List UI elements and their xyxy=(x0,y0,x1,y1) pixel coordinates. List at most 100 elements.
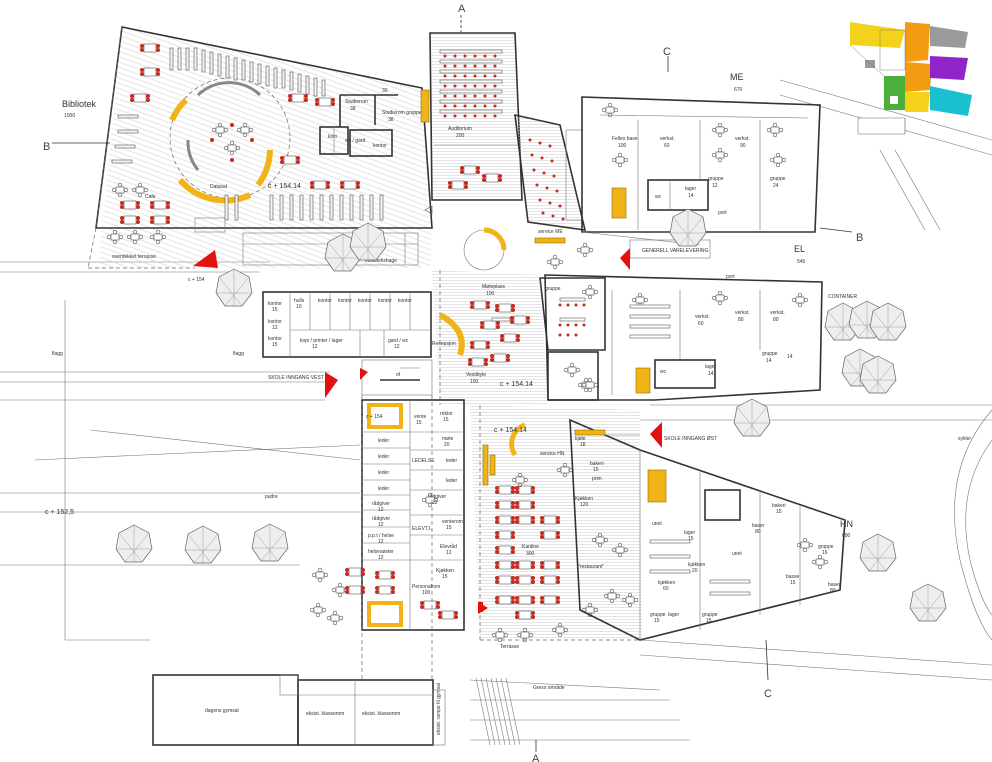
svg-text:24: 24 xyxy=(773,183,779,189)
svg-text:leder: leder xyxy=(378,454,389,460)
svg-text:sykler: sykler xyxy=(958,436,971,442)
svg-text:Kantine: Kantine xyxy=(522,544,539,550)
svg-text:verkst.: verkst. xyxy=(695,314,710,320)
svg-text:15: 15 xyxy=(442,574,448,580)
svg-text:12: 12 xyxy=(446,550,452,556)
svg-text:15: 15 xyxy=(416,420,422,426)
svg-text:15: 15 xyxy=(790,580,796,586)
svg-text:c + 154.14: c + 154.14 xyxy=(500,381,533,388)
svg-text:kjøkken: kjøkken xyxy=(688,562,705,568)
svg-text:12: 12 xyxy=(312,344,318,350)
svg-text:Elevråd: Elevråd xyxy=(440,543,457,550)
svg-text:vente: vente xyxy=(414,414,426,420)
service-me: service ME xyxy=(424,205,566,271)
svg-text:basse: basse xyxy=(786,574,800,580)
svg-text:60: 60 xyxy=(698,321,704,327)
svg-text:10: 10 xyxy=(296,304,302,310)
svg-text:eksist. klasserom: eksist. klasserom xyxy=(362,711,400,717)
svg-text:wc / gard: wc / gard xyxy=(345,138,366,144)
svg-text:helsesøster: helsesøster xyxy=(368,549,394,555)
entrance-library xyxy=(193,250,218,268)
misc-labels: c + 154 flagg flagg c + 152,5 pudre Gres… xyxy=(45,277,971,691)
key-map xyxy=(849,22,972,135)
svg-text:12: 12 xyxy=(378,555,384,561)
svg-text:15: 15 xyxy=(776,509,782,515)
svg-text:12: 12 xyxy=(394,344,400,350)
svg-text:rådgiver: rådgiver xyxy=(372,500,390,507)
svg-text:Kjøkken: Kjøkken xyxy=(575,496,593,502)
svg-text:leder: leder xyxy=(446,478,457,484)
svg-text:lager: lager xyxy=(684,530,695,536)
svg-text:15: 15 xyxy=(446,525,452,531)
svg-text:B: B xyxy=(43,141,50,153)
library-rooms xyxy=(319,89,430,157)
svg-text:service HN: service HN xyxy=(540,451,565,457)
svg-text:port: port xyxy=(718,210,727,216)
ramp-stripes xyxy=(475,677,521,746)
svg-text:dagens gymsal: dagens gymsal xyxy=(205,708,239,714)
svg-text:Cafe: Cafe xyxy=(145,194,156,200)
svg-text:prim: prim xyxy=(592,476,602,482)
svg-text:ME: ME xyxy=(730,72,744,82)
section-marker-a-top: A xyxy=(458,3,466,32)
svg-text:80: 80 xyxy=(738,317,744,323)
svg-text:kino: kino xyxy=(328,134,337,140)
svg-text:gruppe: gruppe xyxy=(702,612,718,618)
library-labels: Bibliotek 1000 Cafe overdekket terrasse … xyxy=(62,88,422,264)
svg-text:kontor: kontor xyxy=(373,143,387,149)
svg-text:baser: baser xyxy=(828,582,841,588)
svg-text:venterom: venterom xyxy=(442,519,463,525)
svg-text:kontor: kontor xyxy=(398,298,412,304)
svg-text:kjøle: kjøle xyxy=(575,436,586,442)
svg-text:SKOLE INNGANG ØST: SKOLE INNGANG ØST xyxy=(664,436,717,442)
angled-seating-block xyxy=(514,113,587,231)
svg-text:c + 152,5: c + 152,5 xyxy=(45,509,74,516)
svg-text:120: 120 xyxy=(580,502,589,508)
svg-text:kontor: kontor xyxy=(338,298,352,304)
svg-text:"restaurant": "restaurant" xyxy=(578,564,604,570)
svg-text:rektor: rektor xyxy=(440,411,453,417)
svg-text:15: 15 xyxy=(654,618,660,624)
svg-text:CONTAINER: CONTAINER xyxy=(828,294,857,300)
svg-text:14: 14 xyxy=(766,358,772,364)
svg-text:Auditorium: Auditorium xyxy=(448,126,472,132)
section-marker-a-bottom: A xyxy=(532,740,540,762)
svg-text:kontor: kontor xyxy=(318,298,332,304)
svg-text:Datasal: Datasal xyxy=(210,184,227,190)
svg-text:p.p.t / helse: p.p.t / helse xyxy=(368,533,394,539)
svg-text:15: 15 xyxy=(688,536,694,542)
corridor-stairs xyxy=(361,359,433,680)
svg-text:LEDELSE: LEDELSE xyxy=(412,458,435,464)
svg-text:60: 60 xyxy=(664,143,670,149)
auditorium-block: Auditorium 200 xyxy=(429,32,523,201)
svg-text:gruppe: gruppe xyxy=(818,544,834,550)
svg-text:gruppe: gruppe xyxy=(708,176,724,182)
svg-text:12: 12 xyxy=(378,539,384,545)
svg-text:port: port xyxy=(726,274,735,280)
svg-text:kontor: kontor xyxy=(268,319,282,325)
svg-text:kopi / printer / lager: kopi / printer / lager xyxy=(300,338,343,344)
section-marker-b-left: B xyxy=(43,141,110,153)
svg-text:bibliotekshage: bibliotekshage xyxy=(365,258,397,264)
svg-text:overdekket terrasse: overdekket terrasse xyxy=(112,254,156,260)
svg-text:c + 154: c + 154 xyxy=(366,414,383,420)
svg-text:kontor: kontor xyxy=(268,301,282,307)
gym-block: dagens gymsal eksist. klasserom eksist. … xyxy=(152,674,446,746)
svg-text:leder: leder xyxy=(446,458,457,464)
svg-text:Kjøkken: Kjøkken xyxy=(436,568,454,574)
svg-text:18: 18 xyxy=(580,442,586,448)
svg-text:200: 200 xyxy=(456,133,465,139)
svg-text:kjøkken: kjøkken xyxy=(658,580,675,586)
entrance-kantine xyxy=(478,602,488,614)
kantine-area: Kantine 300 service HN Terrasse "restaur… xyxy=(470,405,642,650)
svg-text:gruppe: gruppe xyxy=(650,612,666,618)
svg-text:EL: EL xyxy=(794,244,805,254)
svg-text:100: 100 xyxy=(470,379,479,385)
svg-text:c + 154.14: c + 154.14 xyxy=(494,427,527,434)
library-shelves xyxy=(111,47,384,221)
svg-text:bakeri: bakeri xyxy=(590,461,604,467)
svg-text:SKOLE INNGANG VEST: SKOLE INNGANG VEST xyxy=(268,375,324,381)
svg-text:flagg: flagg xyxy=(52,351,63,357)
svg-text:ELEVTJ.: ELEVTJ. xyxy=(412,526,432,532)
